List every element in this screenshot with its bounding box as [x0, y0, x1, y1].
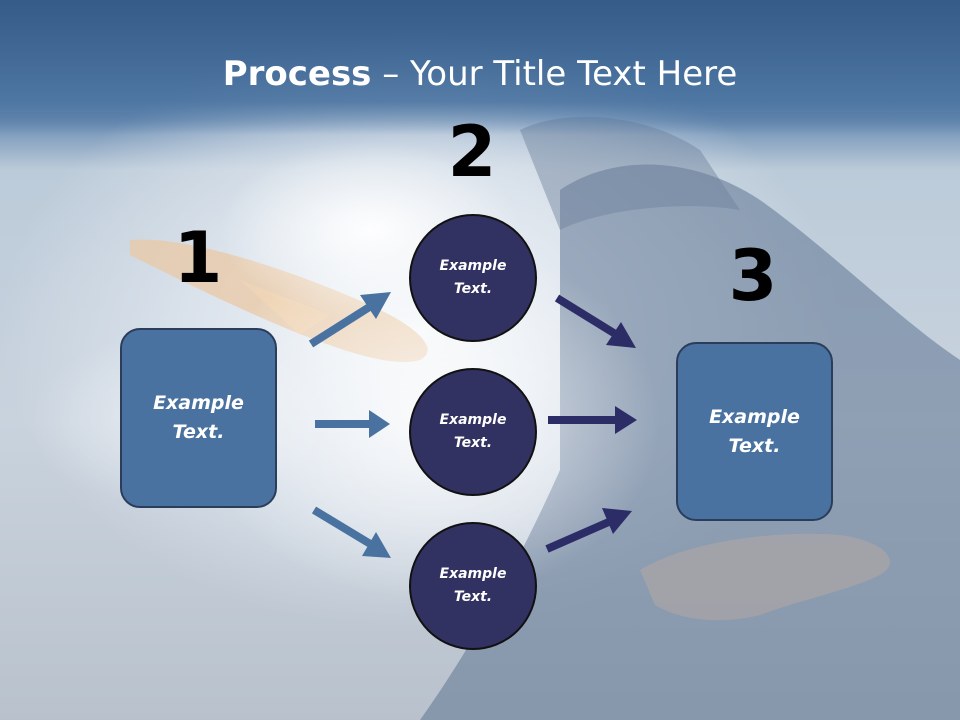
step-3-text: Example Text.: [709, 405, 800, 457]
step-2-circle-1-text: Example Text.: [439, 258, 507, 297]
arrow-2-to-3-bottom: [545, 508, 632, 553]
step-2-circle-3: Example Text.: [409, 522, 537, 650]
title-bold: Process: [222, 54, 372, 94]
step-3-number: 3: [728, 235, 778, 317]
step-2-circle-1: Example Text.: [409, 214, 537, 342]
arrow-2-to-3-middle: [548, 406, 637, 434]
arrow-2-to-3-top: [554, 294, 636, 348]
step-1-box: Example Text.: [120, 328, 277, 508]
step-2-number: 2: [447, 111, 497, 193]
arrow-1-to-2-middle: [315, 410, 390, 438]
step-2-circle-3-text: Example Text.: [439, 566, 507, 605]
title-rest: – Your Title Text Here: [371, 54, 738, 94]
step-3-box: Example Text.: [676, 342, 833, 521]
arrow-1-to-2-bottom: [311, 506, 391, 558]
arrow-1-to-2-top: [308, 292, 391, 348]
step-1-number: 1: [173, 217, 223, 299]
step-2-circle-2-text: Example Text.: [439, 412, 507, 451]
step-1-text: Example Text.: [153, 392, 244, 443]
slide-title: Process – Your Title Text Here: [0, 52, 960, 96]
step-2-circle-2: Example Text.: [409, 368, 537, 496]
title-band: [0, 0, 960, 135]
